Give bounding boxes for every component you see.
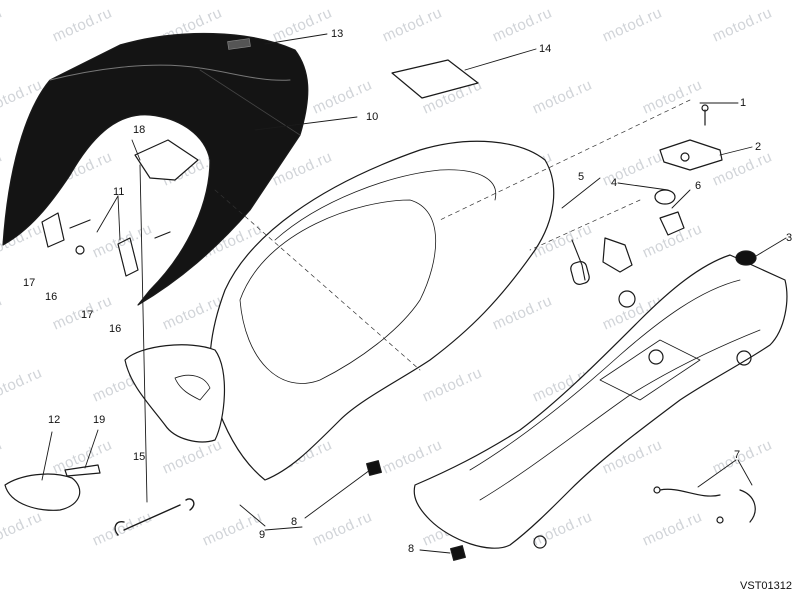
pad-part <box>134 139 199 181</box>
hook-pin <box>680 152 690 162</box>
callout-15: 15 <box>133 451 146 463</box>
wrench-part <box>114 498 195 536</box>
tail-cover-badge <box>227 38 251 50</box>
callout-4: 4 <box>611 177 618 189</box>
callout-7: 7 <box>734 449 741 461</box>
callout-8b: 8 <box>408 543 415 555</box>
seat-front <box>124 344 225 443</box>
callout-3: 3 <box>786 232 793 244</box>
tail-cover-grille <box>199 69 301 136</box>
frame-hole <box>736 350 752 366</box>
cable-part <box>739 489 756 523</box>
subframe-rail-top <box>469 279 741 471</box>
callout-1: 1 <box>740 97 747 109</box>
callout-17b: 17 <box>81 309 94 321</box>
subframe-cross <box>599 339 701 401</box>
callout-12: 12 <box>48 414 61 426</box>
cable-terminal <box>716 516 724 524</box>
hook-part <box>659 139 723 171</box>
frame-hole <box>618 290 636 308</box>
frame-hole <box>648 349 664 365</box>
callout-17a: 17 <box>23 277 36 289</box>
bolt-head <box>701 104 709 112</box>
pouch-part <box>4 473 81 511</box>
callout-16b: 16 <box>109 323 122 335</box>
lock-cylinder-part <box>602 237 633 273</box>
callout-9: 9 <box>259 529 266 541</box>
callout-2: 2 <box>755 141 762 153</box>
lock-clip-part <box>659 211 685 236</box>
callout-19: 19 <box>93 414 106 426</box>
subframe-part <box>413 254 788 549</box>
callout-5: 5 <box>578 171 585 183</box>
callout-18: 18 <box>133 124 146 136</box>
tail-cover-top-highlight <box>49 64 291 81</box>
callout-6: 6 <box>695 180 702 192</box>
lock-key-head <box>570 261 590 285</box>
callout-10: 10 <box>366 111 379 123</box>
seat-cushion-line <box>239 199 437 384</box>
grommet-part <box>735 250 757 266</box>
bracket-part <box>117 237 139 277</box>
rubber-block-part <box>450 545 466 561</box>
callout-16a: 16 <box>45 291 58 303</box>
screw-part <box>69 219 91 229</box>
seat-front-inner <box>174 374 211 401</box>
tail-cover-part <box>2 32 309 306</box>
callout-14: 14 <box>539 43 552 55</box>
cable-part <box>659 488 721 497</box>
callout-8a: 8 <box>291 516 298 528</box>
clip-part <box>41 212 65 248</box>
screw-part <box>154 231 171 239</box>
rubber-block-part <box>366 460 382 476</box>
drawing-code: VST01312 <box>740 580 792 592</box>
lock-key-part <box>571 239 586 281</box>
callout-13: 13 <box>331 28 344 40</box>
callout-11: 11 <box>113 186 125 198</box>
lock-ring-part <box>654 189 676 205</box>
seat-inner-line <box>274 169 497 241</box>
manual-part <box>391 59 479 99</box>
strap-part <box>64 464 101 477</box>
cable-terminal <box>653 486 661 494</box>
washer-part <box>75 245 85 255</box>
frame-hole <box>533 535 547 549</box>
